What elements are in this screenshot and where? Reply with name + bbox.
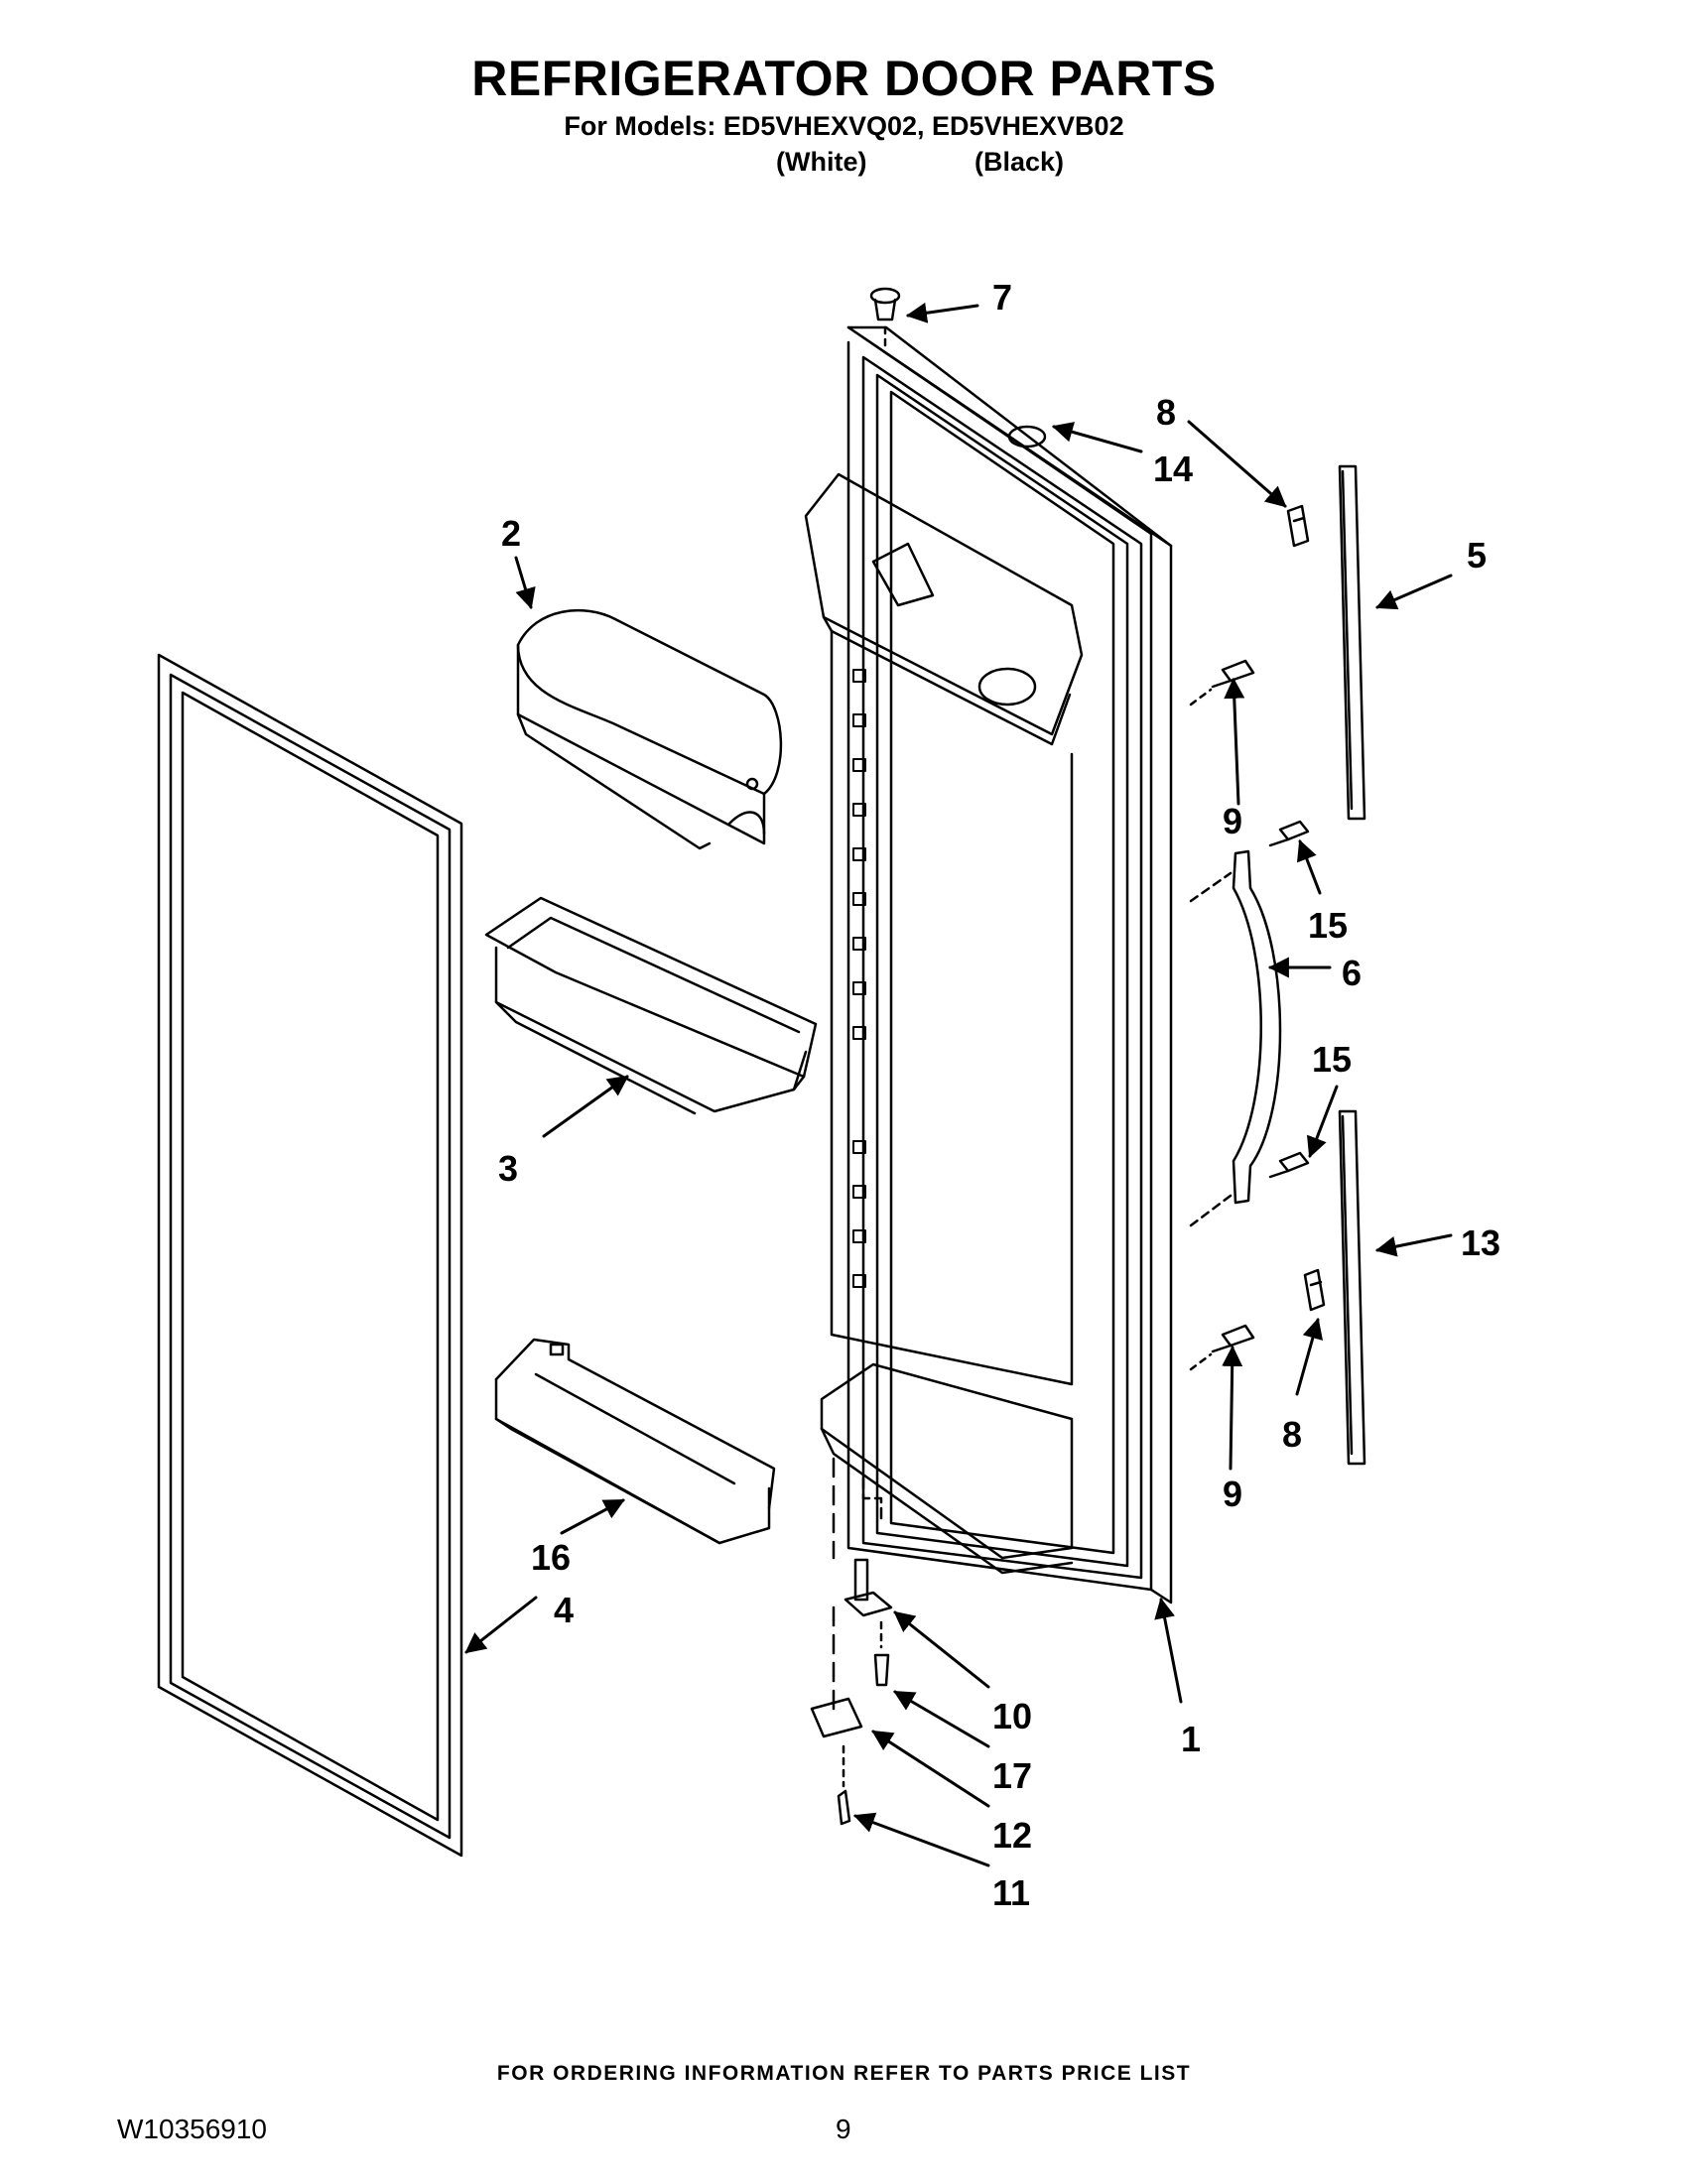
door-bin-part — [484, 896, 818, 1115]
dairy-door-part — [516, 608, 783, 850]
callout-9a: 9 — [1223, 801, 1242, 841]
callout-14: 14 — [1153, 449, 1193, 489]
callout-2: 2 — [501, 513, 521, 554]
callout-7: 7 — [992, 277, 1012, 318]
callout-1: 1 — [1181, 1719, 1201, 1759]
callout-4: 5 — [1467, 535, 1487, 576]
grommet-part — [1007, 425, 1047, 449]
callout-3: 3 — [498, 1148, 518, 1189]
lower-bin-part — [494, 1338, 776, 1545]
variant-white: (White) — [776, 147, 867, 177]
callout-8b: 8 — [1282, 1414, 1302, 1455]
page-title: REFRIGERATOR DOOR PARTS — [471, 51, 1217, 106]
callout-6: 6 — [1342, 953, 1362, 993]
callout-15a: 15 — [1308, 905, 1348, 946]
ordering-note: FOR ORDERING INFORMATION REFER TO PARTS … — [496, 2062, 1192, 2085]
variant-black: (Black) — [974, 147, 1065, 177]
top-plug-part — [869, 287, 901, 349]
models-line: For Models: ED5VHEXVQ02, ED5VHEXVB02 — [564, 111, 1124, 141]
callout-10: 10 — [992, 1696, 1032, 1736]
page-number: 9 — [836, 2114, 851, 2144]
callout-5: 4 — [554, 1590, 574, 1630]
callout-12: 12 — [992, 1815, 1032, 1856]
door-handle-part — [1189, 849, 1282, 1227]
handle-trim-upper-part — [1338, 464, 1366, 821]
door-gasket-part — [157, 653, 463, 1858]
callout-9b: 9 — [1223, 1474, 1242, 1514]
callout-17: 17 — [992, 1755, 1032, 1796]
callout-11: 11 — [992, 1872, 1030, 1913]
callout-15b: 15 — [1312, 1039, 1352, 1080]
callout-16: 16 — [531, 1537, 571, 1578]
callout-labels: 7 8 14 5 2 3 9 15 6 15 13 8 9 16 4 1 10 … — [498, 277, 1500, 1913]
trim-clips-part — [1286, 504, 1326, 1312]
handle-screws-part — [1268, 820, 1310, 1179]
hinge-assembly-part — [810, 1457, 893, 1826]
door-liner-part — [804, 325, 1173, 1605]
handle-trim-lower-part — [1338, 1109, 1366, 1466]
callout-8a: 8 — [1156, 392, 1176, 433]
callout-13: 13 — [1461, 1222, 1500, 1263]
trim-screws-part — [1189, 659, 1255, 1371]
document-number: W10356910 — [117, 2114, 268, 2144]
leader-lines — [464, 302, 1453, 1867]
